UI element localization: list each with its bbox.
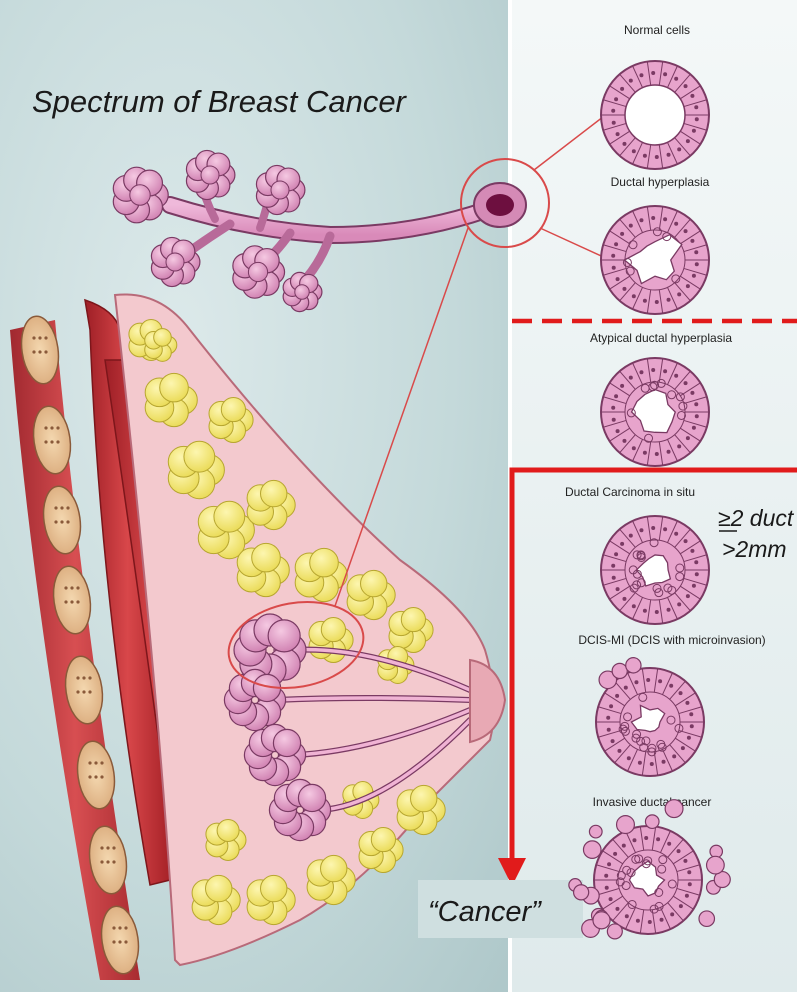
dcis-criterion-size: >2mm: [722, 536, 787, 562]
stage-label-dcis: Ductal Carcinoma in situ: [565, 485, 695, 499]
duct-cross-section-dcis: [601, 516, 709, 624]
stage-label-invasive: Invasive ductal cancer: [593, 795, 712, 809]
stage-label-dcismi: DCIS-MI (DCIS with microinvasion): [578, 633, 765, 647]
stage-label-hyperplasia: Ductal hyperplasia: [611, 175, 710, 189]
dcis-criterion-ducts: ≥2 duct: [718, 505, 795, 531]
stage-label-normal: Normal cells: [624, 23, 690, 37]
duct-cross-section-hyperplasia: [601, 206, 709, 314]
diagram-title: Spectrum of Breast Cancer: [32, 84, 408, 119]
lobule-cluster: [283, 272, 322, 311]
stage-label-atypical: Atypical ductal hyperplasia: [590, 331, 732, 345]
duct-cross-section-normal: [601, 61, 709, 169]
duct-cross-section-atypical: [601, 358, 709, 466]
cancer-label: “Cancer”: [428, 896, 542, 928]
